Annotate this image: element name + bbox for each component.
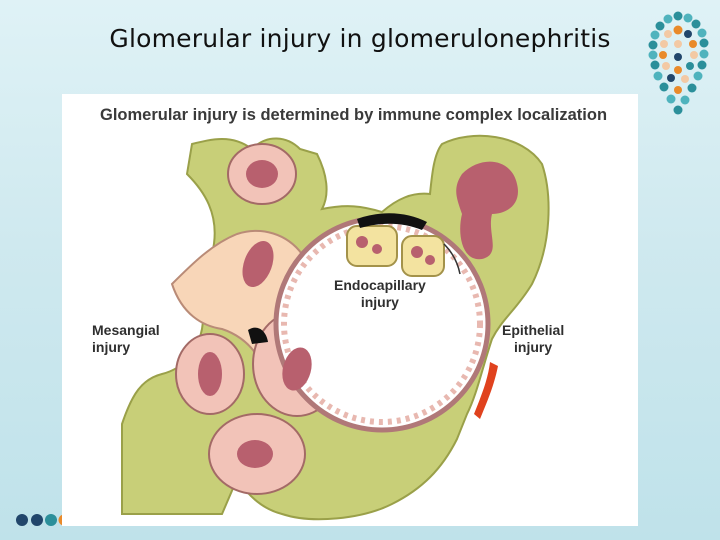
endocapillary-cells bbox=[346, 225, 445, 277]
glomerulus-diagram bbox=[121, 134, 550, 521]
diagram-heading: Glomerular injury is determined by immun… bbox=[100, 106, 608, 124]
epithelial-injury-label: Epithelial injury bbox=[502, 322, 564, 356]
diagram-panel: Glomerular injury is determined by immun… bbox=[62, 94, 638, 526]
leader-line bbox=[443, 243, 461, 275]
immune-deposits bbox=[248, 213, 498, 419]
epithelial-label-line2: injury bbox=[514, 339, 553, 355]
mesangial-label-line1: Mesangial bbox=[92, 322, 160, 338]
endocapillary-label-line1: Endocapillary bbox=[334, 277, 426, 293]
endocapillary-injury-label: Endocapillary injury bbox=[334, 277, 426, 311]
cell-nuclei bbox=[198, 160, 518, 468]
epithelial-label-line1: Epithelial bbox=[502, 322, 565, 338]
slide-title: Glomerular injury in glomerulonephritis bbox=[109, 24, 611, 53]
endocapillary-label-line2: injury bbox=[360, 294, 399, 310]
spiral-dots bbox=[648, 11, 709, 115]
mesangial-injury-label: Mesangial injury bbox=[92, 322, 160, 356]
mesangial-label-line2: injury bbox=[92, 339, 131, 355]
dot-spiral-logo bbox=[648, 11, 709, 115]
